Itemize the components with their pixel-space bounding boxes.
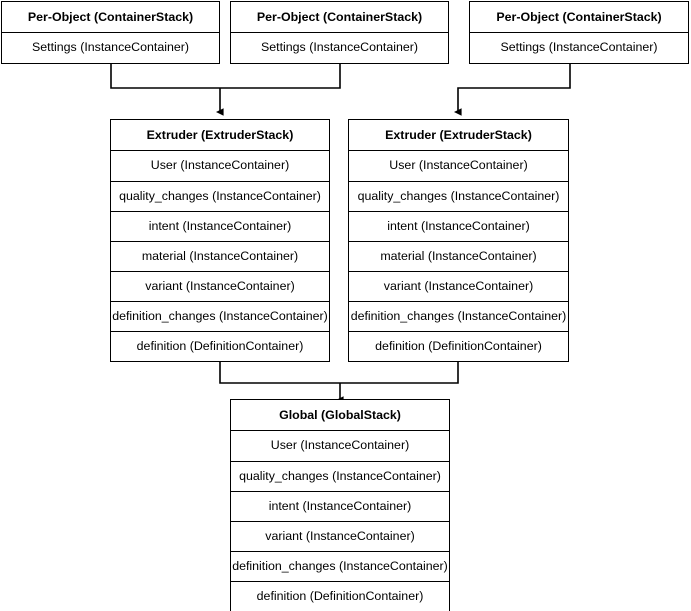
node-header: Per-Object (ContainerStack)	[231, 2, 448, 33]
node-row: Settings (InstanceContainer)	[470, 33, 688, 63]
node-row: quality_changes (InstanceContainer)	[111, 181, 329, 211]
edge-extruder-2-to-global	[340, 361, 459, 384]
node-row: quality_changes (InstanceContainer)	[231, 461, 449, 491]
node-per-object-2[interactable]: Per-Object (ContainerStack) Settings (In…	[230, 1, 449, 64]
node-header: Per-Object (ContainerStack)	[2, 2, 219, 33]
node-row: intent (InstanceContainer)	[349, 211, 568, 241]
node-header: Extruder (ExtruderStack)	[349, 120, 568, 151]
edge-per-object-3-to-extruder-2	[453, 58, 571, 116]
node-row: Settings (InstanceContainer)	[2, 33, 219, 63]
node-row: variant (InstanceContainer)	[349, 271, 568, 301]
node-row: material (InstanceContainer)	[349, 241, 568, 271]
node-row: intent (InstanceContainer)	[111, 211, 329, 241]
node-row: User (InstanceContainer)	[111, 151, 329, 181]
node-per-object-1[interactable]: Per-Object (ContainerStack) Settings (In…	[1, 1, 220, 64]
node-header: Extruder (ExtruderStack)	[111, 120, 329, 151]
node-row: quality_changes (InstanceContainer)	[349, 181, 568, 211]
edge-extruder-1-to-global	[219, 361, 340, 384]
node-row: definition_changes (InstanceContainer)	[111, 301, 329, 331]
node-extruder-2[interactable]: Extruder (ExtruderStack) User (InstanceC…	[348, 119, 569, 362]
node-row: definition (DefinitionContainer)	[231, 581, 449, 611]
node-row: definition_changes (InstanceContainer)	[231, 551, 449, 581]
node-row: variant (InstanceContainer)	[111, 271, 329, 301]
node-extruder-1[interactable]: Extruder (ExtruderStack) User (InstanceC…	[110, 119, 330, 362]
node-header: Per-Object (ContainerStack)	[470, 2, 688, 33]
node-row: intent (InstanceContainer)	[231, 491, 449, 521]
node-row: definition (DefinitionContainer)	[111, 331, 329, 361]
node-row: definition_changes (InstanceContainer)	[349, 301, 568, 331]
node-per-object-3[interactable]: Per-Object (ContainerStack) Settings (In…	[469, 1, 689, 64]
node-header: Global (GlobalStack)	[231, 400, 449, 431]
node-row: User (InstanceContainer)	[349, 151, 568, 181]
node-row: variant (InstanceContainer)	[231, 521, 449, 551]
node-row: definition (DefinitionContainer)	[349, 331, 568, 361]
node-row: material (InstanceContainer)	[111, 241, 329, 271]
node-global[interactable]: Global (GlobalStack) User (InstanceConta…	[230, 399, 450, 611]
node-row: Settings (InstanceContainer)	[231, 33, 448, 63]
node-row: User (InstanceContainer)	[231, 431, 449, 461]
